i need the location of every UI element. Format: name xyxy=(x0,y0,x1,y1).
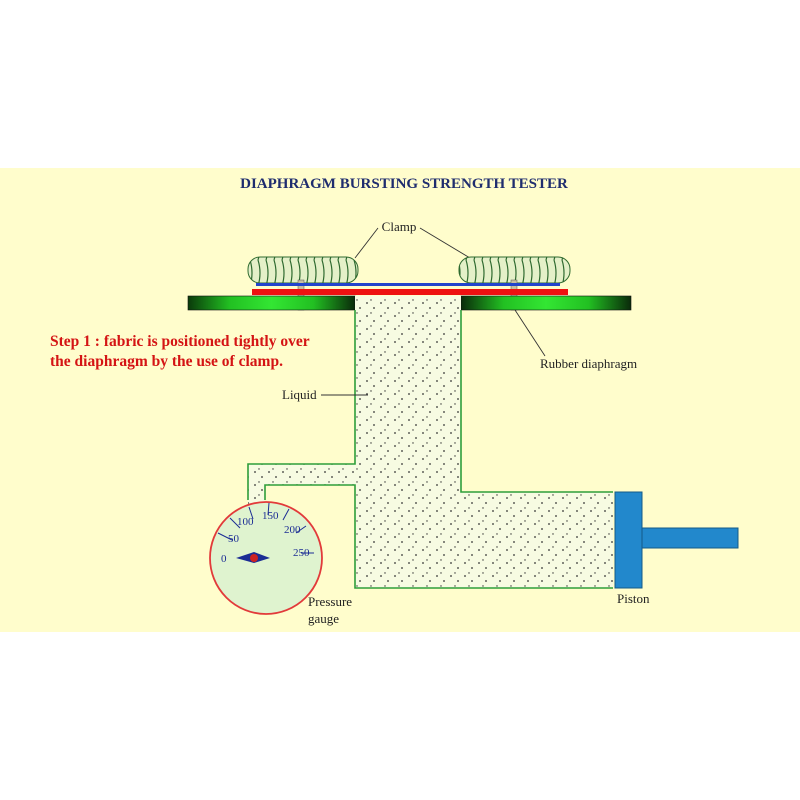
clamp-label: Clamp xyxy=(382,219,417,234)
gauge-scale-0: 0 xyxy=(221,553,227,565)
clamp-leader-right xyxy=(419,227,471,259)
gauge-pivot xyxy=(250,554,258,562)
slide: DIAPHRAGM BURSTING STRENGTH TESTER Clamp… xyxy=(0,168,800,632)
right-clamp xyxy=(458,256,571,284)
gauge-scale-250: 250 xyxy=(293,547,310,559)
left-base-plate xyxy=(187,295,356,311)
diagram-title: DIAPHRAGM BURSTING STRENGTH TESTER xyxy=(240,176,568,192)
pressure-gauge-label-line1: Pressure xyxy=(308,594,352,609)
vessel-walls xyxy=(247,310,613,589)
pressure-gauge: 0 50 100 150 200 250 xyxy=(209,501,323,615)
clamp-leader-left xyxy=(354,227,379,259)
piston-head xyxy=(614,491,643,589)
left-clamp xyxy=(247,256,359,284)
fabric-blue-layer xyxy=(256,283,560,286)
piston-rod xyxy=(641,527,739,549)
rubber-diaphragm-leader xyxy=(514,309,546,357)
gauge-scale-100: 100 xyxy=(237,516,254,528)
piston-label: Piston xyxy=(617,591,650,606)
rubber-diaphragm-label: Rubber diaphragm xyxy=(540,356,637,371)
pressure-gauge-label-line2: gauge xyxy=(308,611,339,626)
gauge-scale-150: 150 xyxy=(262,510,279,522)
bursting-tester-diagram: DIAPHRAGM BURSTING STRENGTH TESTER Clamp… xyxy=(187,176,739,626)
fabric-red-layer xyxy=(252,289,568,295)
gauge-scale-50: 50 xyxy=(228,533,240,545)
liquid-particles xyxy=(248,296,613,588)
right-base-plate xyxy=(460,295,632,311)
liquid-label: Liquid xyxy=(282,387,317,402)
step-description: Step 1 : fabric is positioned tightly ov… xyxy=(50,333,310,370)
gauge-ticks xyxy=(217,502,314,554)
gauge-scale-200: 200 xyxy=(284,524,301,536)
